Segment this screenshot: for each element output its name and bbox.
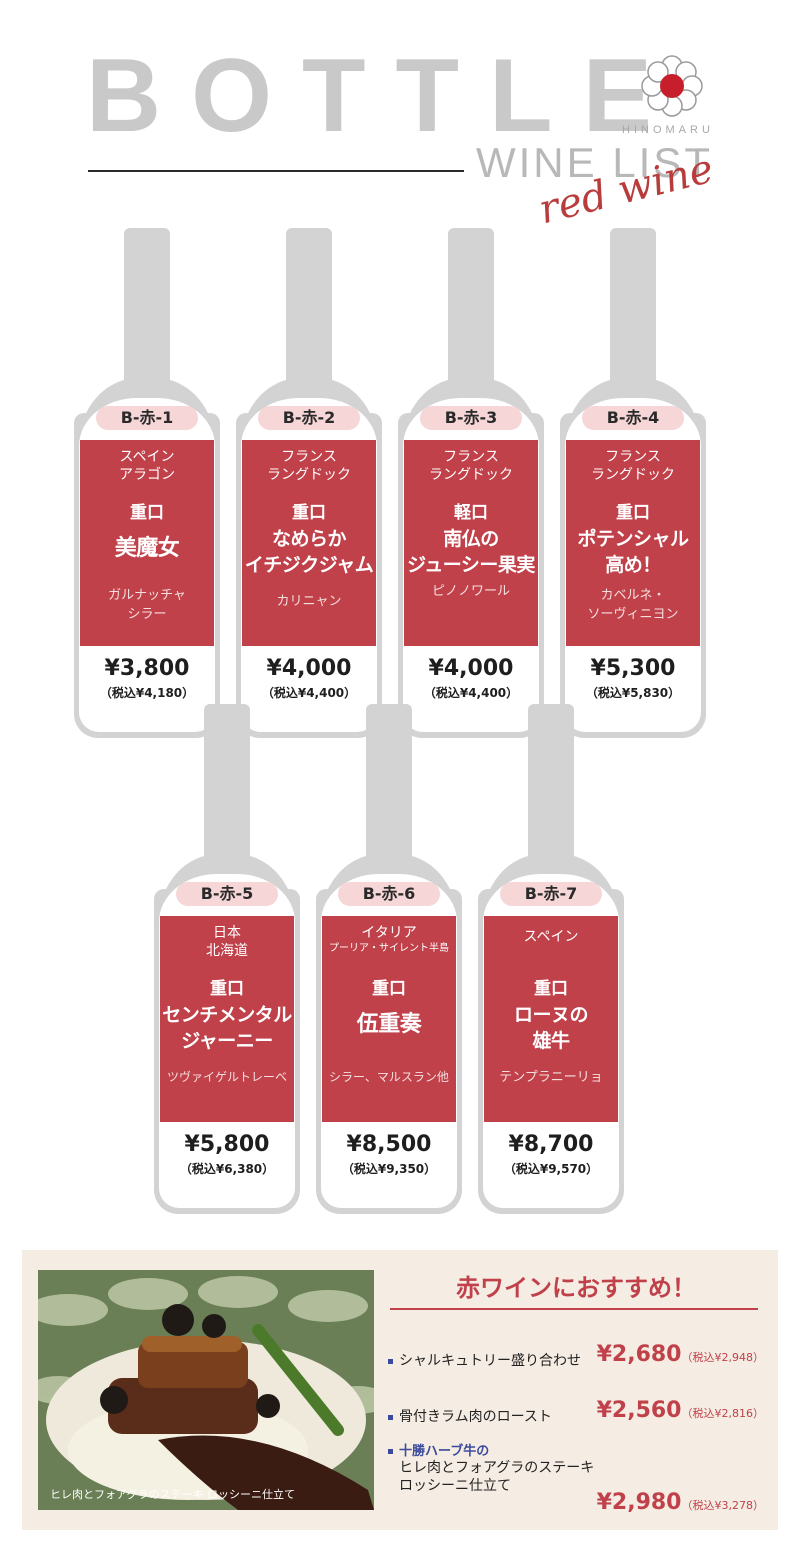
wine-price: ¥8,500	[346, 1132, 432, 1157]
wine-price-tax: （税込¥4,400）	[261, 686, 357, 700]
wine-grape: シラー、マルスラン他	[329, 1070, 449, 1084]
wine-grape: カベルネ・ソーヴィニヨン	[587, 588, 679, 622]
wine-name: センチメンタルジャーニー	[162, 1004, 292, 1052]
bullet-icon	[388, 1449, 393, 1454]
wine-taste: 軽口	[454, 503, 488, 523]
wine-price-tax: （税込¥9,570）	[503, 1162, 599, 1176]
bullet-icon	[388, 1414, 393, 1420]
wine-code: B-赤-4	[582, 406, 684, 430]
menu-item: シャルキュトリー盛り合わせ ¥2,680（税込¥2,948）	[388, 1342, 764, 1370]
wine-label: フランスラングドック 重口 なめらかイチジクジャム カリニャン	[242, 440, 376, 646]
wine-price: ¥5,800	[184, 1132, 270, 1157]
wine-price-tax: （税込¥4,400）	[423, 686, 519, 700]
wine-name: 美魔女	[114, 536, 180, 561]
wine-name: なめらかイチジクジャム	[244, 528, 374, 576]
wine-bottle[interactable]: B-赤-2 フランスラングドック 重口 なめらかイチジクジャム カリニャン ¥4…	[236, 228, 382, 738]
wine-price-tax: （税込¥9,350）	[341, 1162, 437, 1176]
flower-logo-icon	[641, 55, 703, 117]
wine-code: B-赤-1	[96, 406, 198, 430]
wine-price: ¥3,800	[104, 656, 190, 681]
wine-code: B-赤-6	[338, 882, 440, 906]
wine-label: 日本北海道 重口 センチメンタルジャーニー ツヴァイゲルトレーベ	[160, 916, 294, 1122]
wine-name: 伍重奏	[356, 1012, 422, 1037]
wine-taste: 重口	[534, 979, 568, 999]
wine-taste: 重口	[210, 979, 244, 999]
wine-price-tax: （税込¥6,380）	[179, 1162, 275, 1176]
wine-name: ポテンシャル高め！	[577, 528, 689, 576]
menu-price: ¥2,560（税込¥2,816）	[596, 1398, 764, 1423]
wine-price: ¥5,300	[590, 656, 676, 681]
wine-region: フランスラングドック	[267, 449, 351, 483]
wine-region: フランスラングドック	[429, 449, 513, 483]
wine-name: 南仏のジューシー果実	[407, 528, 535, 576]
menu-price: ¥2,980（税込¥3,278）	[596, 1490, 764, 1515]
wine-bottle[interactable]: B-赤-7 スペイン 重口 ローヌの雄牛 テンプラニーリョ ¥8,700 （税込…	[478, 704, 624, 1214]
wine-region: 日本北海道	[206, 925, 248, 959]
wine-taste: 重口	[130, 503, 164, 523]
menu-item: 十勝ハーブ牛の ヒレ肉とフォアグラのステーキ ロッシーニ仕立て ¥2,980（税…	[388, 1440, 764, 1515]
page-title: BOTTLE	[86, 38, 682, 154]
wine-grape: ツヴァイゲルトレーベ	[166, 1070, 287, 1084]
wine-grape: ガルナッチャシラー	[108, 588, 186, 622]
wine-taste: 重口	[292, 503, 326, 523]
wine-region: スペインアラゴン	[119, 449, 175, 483]
wine-bottle[interactable]: B-赤-6 イタリアプーリア・サイレント半島 重口 伍重奏 シラー、マルスラン他…	[316, 704, 462, 1214]
dish-photo: ヒレ肉とフォアグラのステーキ ロッシーニ仕立て	[38, 1270, 374, 1510]
recommendation-panel: ヒレ肉とフォアグラのステーキ ロッシーニ仕立て 赤ワインにおすすめ！ シャルキュ…	[22, 1250, 778, 1530]
wine-bottle[interactable]: B-赤-3 フランスラングドック 軽口 南仏のジューシー果実 ピノノワール ¥4…	[398, 228, 544, 738]
wine-name: ローヌの雄牛	[513, 1004, 589, 1052]
recommend-rule	[390, 1308, 758, 1310]
wine-price: ¥4,000	[428, 656, 514, 681]
page-subtitle: WINE LIST	[476, 139, 714, 186]
wine-price-tax: （税込¥5,830）	[585, 686, 681, 700]
menu-price: ¥2,680（税込¥2,948）	[596, 1342, 764, 1367]
wine-label: イタリアプーリア・サイレント半島 重口 伍重奏 シラー、マルスラン他	[322, 916, 456, 1122]
brand-name: HINOMARU	[622, 124, 714, 136]
wine-code: B-赤-5	[176, 882, 278, 906]
wine-bottle[interactable]: B-赤-4 フランスラングドック 重口 ポテンシャル高め！ カベルネ・ソーヴィニ…	[560, 228, 706, 738]
wine-code: B-赤-3	[420, 406, 522, 430]
wine-taste: 重口	[616, 503, 650, 523]
wine-price-tax: （税込¥4,180）	[99, 686, 195, 700]
wine-taste: 重口	[372, 979, 406, 999]
wine-price: ¥8,700	[508, 1132, 594, 1157]
wine-bottle[interactable]: B-赤-5 日本北海道 重口 センチメンタルジャーニー ツヴァイゲルトレーベ ¥…	[154, 704, 300, 1214]
wine-code: B-赤-2	[258, 406, 360, 430]
wine-grape: ピノノワール	[431, 584, 510, 599]
menu-item: 骨付きラム肉のロースト ¥2,560（税込¥2,816）	[388, 1398, 764, 1426]
wine-grape: テンプラニーリョ	[499, 1070, 603, 1085]
wine-region: フランスラングドック	[591, 449, 675, 483]
bullet-icon	[388, 1358, 393, 1364]
wine-code: B-赤-7	[500, 882, 602, 906]
photo-caption: ヒレ肉とフォアグラのステーキ ロッシーニ仕立て	[50, 1488, 295, 1501]
wine-price: ¥4,000	[266, 656, 352, 681]
wine-grape: カリニャン	[276, 594, 342, 609]
wine-label: フランスラングドック 重口 ポテンシャル高め！ カベルネ・ソーヴィニヨン	[566, 440, 700, 646]
wine-bottle[interactable]: B-赤-1 スペインアラゴン 重口 美魔女 ガルナッチャシラー ¥3,800 （…	[74, 228, 220, 738]
recommend-title: 赤ワインにおすすめ！	[456, 1274, 696, 1302]
wine-region: イタリアプーリア・サイレント半島	[329, 925, 449, 954]
header-rule	[88, 170, 464, 172]
wine-label: スペインアラゴン 重口 美魔女 ガルナッチャシラー	[80, 440, 214, 646]
steak-image-icon	[38, 1270, 374, 1510]
wine-label: フランスラングドック 軽口 南仏のジューシー果実 ピノノワール	[404, 440, 538, 646]
wine-region: スペイン	[523, 929, 579, 945]
wine-label: スペイン 重口 ローヌの雄牛 テンプラニーリョ	[484, 916, 618, 1122]
